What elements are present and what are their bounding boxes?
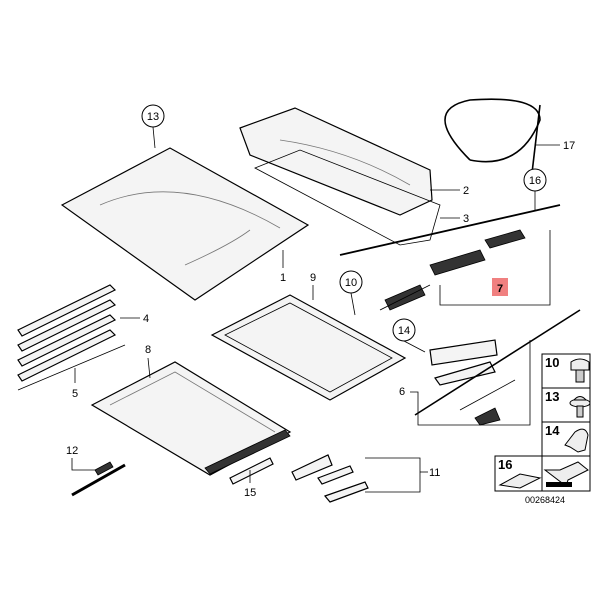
grease-arrow-icon <box>543 461 589 487</box>
frame-9-10 <box>210 294 407 401</box>
callout-17: 17 <box>563 140 575 152</box>
legend-item-16: 16 <box>498 457 589 489</box>
callout-9: 9 <box>310 272 316 284</box>
legend-number: 13 <box>545 389 559 404</box>
callout-16-label: 16 <box>529 175 541 187</box>
callout-16: 16 <box>523 168 547 192</box>
callout-14: 14 <box>392 318 416 342</box>
cover-panel-2 <box>239 107 441 246</box>
legend-item-13: 13 <box>545 389 591 418</box>
sunblind-8 <box>90 361 292 476</box>
strips-4 <box>17 284 126 391</box>
clip-icon <box>564 428 589 453</box>
legend-number: 14 <box>545 423 560 438</box>
callout-3: 3 <box>463 213 469 225</box>
legend-number: 10 <box>545 355 559 370</box>
callout-7-label: 7 <box>497 283 503 295</box>
callout-10: 10 <box>339 270 363 294</box>
image-code: 00268424 <box>525 495 565 505</box>
legend-item-10: 10 <box>545 355 590 383</box>
callout-12: 12 <box>66 445 78 457</box>
callout-6: 6 <box>399 386 405 398</box>
collar-screw-icon <box>569 396 591 418</box>
guide-parts-6 <box>414 309 581 426</box>
rail-assembly-7 <box>339 204 561 311</box>
callout-2: 2 <box>463 185 469 197</box>
legend-table: 10 13 14 16 <box>494 353 591 492</box>
callout-10-label: 10 <box>345 277 357 289</box>
callout-5: 5 <box>72 388 78 400</box>
glass-panel-13 <box>60 147 310 301</box>
screw-icon <box>570 358 590 383</box>
legend-number: 16 <box>498 457 512 472</box>
callout-7-highlighted: 7 <box>492 278 508 296</box>
callout-11: 11 <box>429 467 440 479</box>
callout-13-label: 13 <box>147 111 159 123</box>
legend-item-14: 14 <box>545 423 589 453</box>
part-sketch-icon <box>498 473 542 489</box>
callout-15: 15 <box>244 487 256 499</box>
callout-14-label: 14 <box>398 325 410 337</box>
callout-13: 13 <box>141 104 165 128</box>
callout-8: 8 <box>145 344 151 356</box>
callout-1: 1 <box>280 272 286 284</box>
small-parts <box>71 454 369 503</box>
callout-4: 4 <box>143 313 149 325</box>
leader-lines <box>71 126 560 493</box>
